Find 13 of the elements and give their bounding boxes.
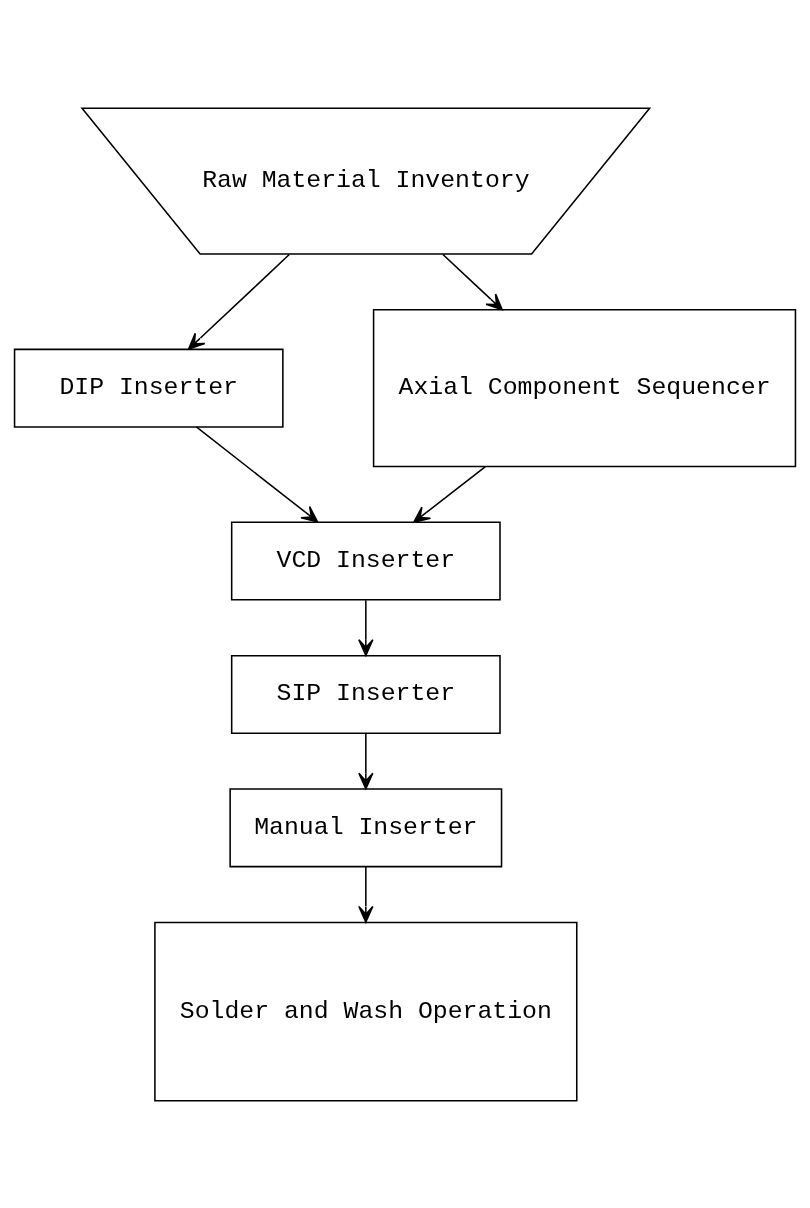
node-box: VCD Inserter	[230, 521, 501, 601]
node-box: Axial Component Sequencer	[372, 308, 797, 467]
arrow	[187, 253, 291, 350]
node-box: SIP Inserter	[230, 654, 501, 734]
arrow	[442, 253, 503, 311]
arrow	[358, 865, 374, 923]
arrow	[358, 599, 374, 656]
node-box: Solder and Wash Operation	[154, 921, 578, 1102]
node-box: Manual Inserter	[229, 787, 503, 867]
arrow	[413, 465, 487, 523]
arrow	[358, 732, 374, 789]
arrow	[195, 425, 319, 523]
node-box: DIP Inserter	[13, 348, 284, 428]
